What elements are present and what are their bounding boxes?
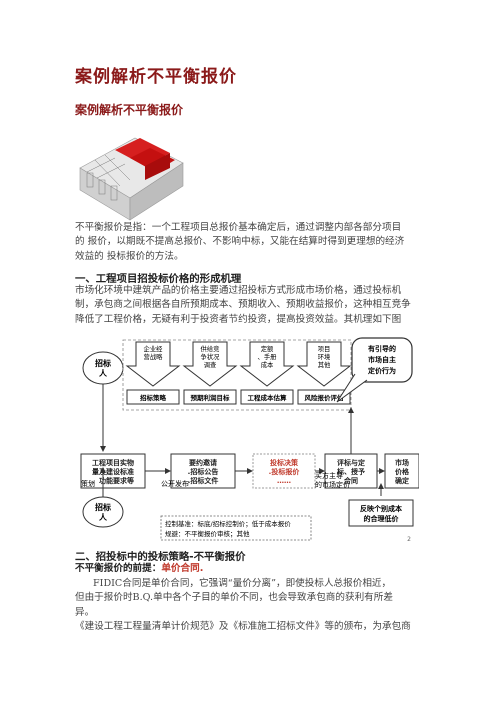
reflect-box	[348, 499, 414, 527]
strategy-box	[126, 389, 180, 405]
svg-text:市场自主: 市场自主	[368, 355, 396, 364]
owner-top-label: 招标	[95, 358, 111, 368]
page-title: 案例解析不平衡报价	[75, 67, 237, 87]
factor-label: 、手册	[258, 352, 278, 361]
page-number: 2	[407, 536, 411, 543]
svg-text:人: 人	[99, 512, 108, 522]
flow-box-label: 投标决策	[270, 458, 299, 467]
factor-label: 其他	[318, 360, 331, 369]
flow-box-label: 合同	[343, 476, 358, 485]
intro-paragraph: 不平衡报价是指：一个工程项目总报价基本确定后，通过调整内部各部分项目 的 报价，…	[75, 222, 405, 262]
flow-box-label: 工程项目实物	[92, 458, 134, 467]
svg-text:规避：不平衡报价审核；其他: 规避：不平衡报价审核；其他	[165, 529, 250, 538]
factor-label: 定额	[261, 344, 274, 353]
pricing-mechanism-diagram: 招标 人 企业经营战略供给竞争状况调查定额、手册成本项目环境其他 招标策略预期利…	[80, 337, 419, 543]
flow-box-label: 确定	[395, 476, 409, 485]
flow-box-label: .招标公告	[188, 467, 219, 476]
section1-heading: 一、工程项目招投标价格的形成机理	[75, 273, 242, 285]
flow-box-label: 市场	[395, 458, 409, 467]
flow-box-label: 要约邀请	[189, 458, 217, 467]
strategy-box-label: 预期利润目标	[191, 393, 231, 402]
factor-label: 供给竞	[201, 344, 220, 353]
label-plan: 策划	[81, 479, 95, 488]
svg-text:人: 人	[99, 368, 108, 378]
owner-top-circle	[82, 351, 124, 385]
svg-text:有引导的: 有引导的	[368, 344, 396, 353]
strategy-box	[183, 389, 237, 405]
owner-bottom-label: 招标	[95, 502, 111, 512]
svg-text:的合理低价: 的合理低价	[364, 514, 400, 523]
flow-box-label: 评标与定	[337, 458, 365, 467]
flow-box	[324, 453, 378, 489]
factor-label: 项目	[318, 345, 331, 353]
factor-label: 环境	[318, 352, 331, 361]
label-buyer-led: 买方主导	[315, 471, 343, 480]
flow-box	[384, 453, 419, 489]
flow-box-label: ……	[277, 477, 291, 485]
factor-label: 成本	[261, 360, 274, 369]
subtitle: 案例解析不平衡报价	[75, 103, 184, 117]
factor-label: 调查	[204, 360, 217, 369]
flow-box-label: 标、授予	[336, 467, 365, 476]
owner-bottom-circle	[82, 496, 124, 528]
flow-box-label: 、功能要求等	[92, 476, 134, 485]
flow-box-label: .投标报价	[269, 467, 301, 476]
factor-label: 营战略	[144, 352, 164, 361]
section1-paragraph: 市场化环境中建筑产品的价格主要通过招投标方式形成市场价格，通过投标机 制，承包商…	[75, 285, 411, 325]
strategy-box-label: 招标策略	[140, 393, 167, 402]
control-text: 控制基准：标底/招标控制价；低于成本报价	[165, 519, 291, 528]
section2-heading: 二、招投标中的投标策略-不平衡报价	[75, 551, 246, 563]
svg-text:定价行为: 定价行为	[368, 366, 396, 375]
flow-box-label: 价格	[395, 467, 410, 476]
callout-bubble	[351, 337, 413, 383]
building-cutaway-image	[79, 137, 184, 221]
strategy-box-label: 工程成本估算	[248, 393, 288, 402]
label-publish: 公开发布	[161, 479, 189, 488]
factor-label: 争状况	[201, 352, 221, 361]
premise-line: 不平衡报价的前提：单价合同.	[75, 563, 204, 574]
reflect-text: 反映个别成本	[360, 504, 402, 513]
strategy-box	[297, 389, 351, 405]
strategy-boxes: 招标策略 预期利润目标 工程成本估算 风险报价评估	[122, 339, 352, 411]
factor-label: 企业经	[144, 344, 164, 353]
flow-box-label: 量及建设标准	[92, 467, 134, 476]
strategy-box	[240, 389, 294, 405]
section2-paragraph: FIDIC合同是单价合同，它强调“量价分离”，即使投标人总报价相近， 但由于报价…	[75, 578, 411, 632]
flow-box	[170, 453, 236, 489]
svg-text:的市场定价: 的市场定价	[315, 480, 350, 489]
control-box	[160, 515, 312, 541]
strategy-box-label: 风险报价评估	[305, 393, 345, 402]
flow-box-label: .招标文件	[188, 476, 219, 485]
